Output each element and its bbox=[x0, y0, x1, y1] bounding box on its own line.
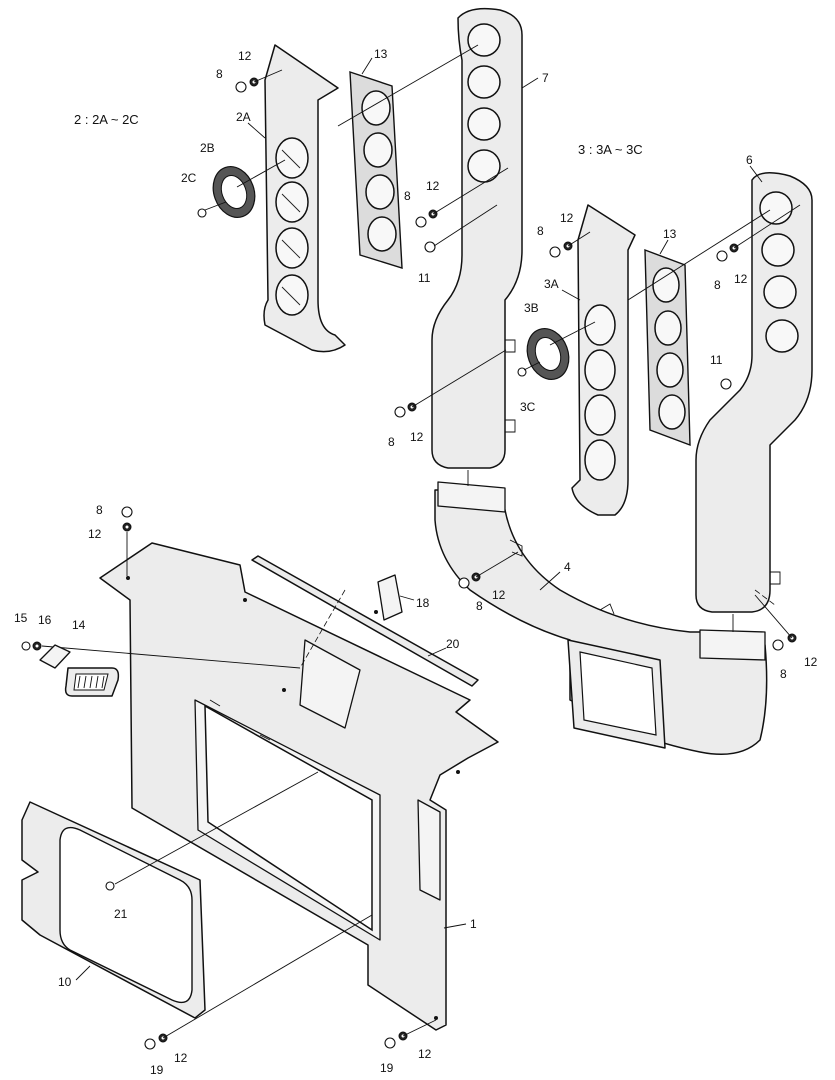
label-12-7: 12 bbox=[410, 430, 424, 444]
note-group-2: 2 : 2A ~ 2C bbox=[74, 112, 139, 127]
part-2A-vent-panel bbox=[263, 44, 346, 353]
label-10: 10 bbox=[58, 975, 72, 989]
label-6: 6 bbox=[746, 153, 753, 167]
part-3B-louver bbox=[526, 328, 570, 380]
label-12-6: 12 bbox=[734, 272, 748, 286]
label-8-p1: 8 bbox=[96, 503, 103, 517]
label-2C: 2C bbox=[181, 171, 197, 185]
label-20: 20 bbox=[446, 637, 460, 651]
part-13-gasket-right bbox=[644, 248, 691, 447]
label-3C: 3C bbox=[520, 400, 536, 414]
label-3B: 3B bbox=[524, 301, 539, 315]
label-12-bl: 12 bbox=[174, 1051, 188, 1065]
label-12-p4r: 12 bbox=[804, 655, 818, 669]
label-8-7: 8 bbox=[388, 435, 395, 449]
label-8-3a: 8 bbox=[537, 224, 544, 238]
label-12-tl: 12 bbox=[238, 49, 252, 63]
label-8-p4: 8 bbox=[476, 599, 483, 613]
label-7: 7 bbox=[542, 71, 549, 85]
label-18: 18 bbox=[416, 596, 430, 610]
label-8-6: 8 bbox=[714, 278, 721, 292]
label-4: 4 bbox=[564, 560, 571, 574]
label-3A: 3A bbox=[544, 277, 559, 291]
part-2B-louver bbox=[212, 166, 256, 218]
label-1: 1 bbox=[470, 917, 477, 931]
label-12-br: 12 bbox=[418, 1047, 432, 1061]
label-13-left: 13 bbox=[374, 47, 388, 61]
label-11-mid: 11 bbox=[418, 271, 431, 285]
label-19-left: 19 bbox=[150, 1063, 164, 1077]
label-12-p4: 12 bbox=[492, 588, 506, 602]
label-14: 14 bbox=[72, 618, 86, 632]
label-2A: 2A bbox=[236, 110, 251, 124]
part-3A-vent-panel bbox=[571, 204, 636, 516]
label-19-right: 19 bbox=[380, 1061, 394, 1075]
part-20-seal-strip bbox=[251, 555, 479, 687]
part-13-gasket-left bbox=[349, 71, 403, 269]
part-18-plate bbox=[377, 574, 403, 621]
part-2C-screw bbox=[197, 208, 207, 218]
part-7-duct bbox=[431, 7, 523, 469]
label-11-6: 11 bbox=[710, 353, 723, 367]
label-13-right: 13 bbox=[663, 227, 677, 241]
note-group-3: 3 : 3A ~ 3C bbox=[578, 142, 643, 157]
label-16: 16 bbox=[38, 613, 52, 627]
label-12-mid: 12 bbox=[426, 179, 440, 193]
part-14-clip bbox=[39, 644, 71, 669]
part-1-main-panel bbox=[99, 542, 499, 1031]
part-4-connector-duct bbox=[434, 481, 768, 755]
label-15: 15 bbox=[14, 611, 28, 625]
fasteners bbox=[21, 77, 797, 1050]
label-12-p1: 12 bbox=[88, 527, 102, 541]
callout-leaders bbox=[75, 57, 763, 981]
label-8-mid: 8 bbox=[404, 189, 411, 203]
label-21: 21 bbox=[114, 907, 128, 921]
part-14-vent-grille bbox=[64, 667, 120, 697]
leader-lines bbox=[41, 44, 801, 1039]
label-8-tl: 8 bbox=[216, 67, 223, 81]
part-6-duct bbox=[695, 172, 813, 613]
label-12-3a: 12 bbox=[560, 211, 574, 225]
label-8-p4r: 8 bbox=[780, 667, 787, 681]
part-10-cover-panel bbox=[21, 801, 206, 1019]
label-2B: 2B bbox=[200, 141, 215, 155]
